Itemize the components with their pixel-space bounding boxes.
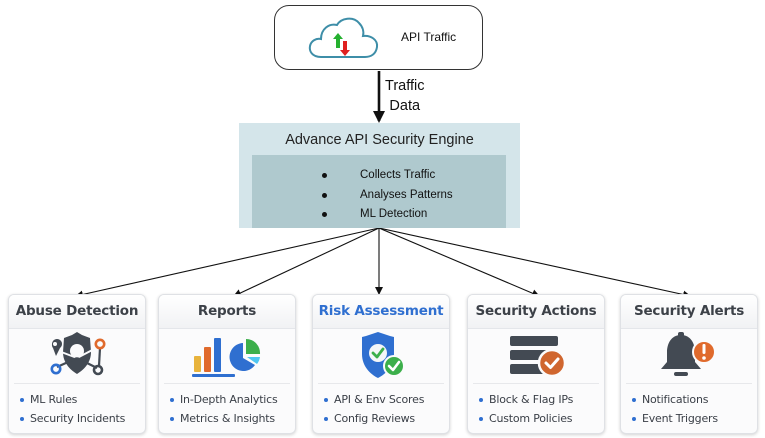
- card-feature-label: Config Reviews: [334, 412, 415, 425]
- engine-features-panel: Collects Traffic Analyses Patterns ML De…: [252, 155, 506, 228]
- card-feature-label: ML Rules: [30, 393, 78, 406]
- card-abuse-detection: Abuse Detection ML Rules Security Incide…: [8, 294, 146, 434]
- card-security-actions: Security Actions Block & Flag IPs Custom…: [467, 294, 605, 434]
- bullet-icon: [324, 417, 328, 421]
- bullet-icon: [322, 212, 327, 217]
- bar-pie-chart-icon: [192, 338, 261, 377]
- arrow-to-reports: [233, 227, 380, 297]
- card-feature: Notifications: [631, 390, 757, 409]
- engine-feature-label: ML Detection: [360, 208, 428, 220]
- card-divider: [473, 383, 599, 384]
- card-feature: ML Rules: [19, 390, 145, 409]
- bullet-icon: [479, 398, 483, 402]
- card-divider: [626, 383, 752, 384]
- bullet-icon: [322, 192, 327, 198]
- cloud-upload-download-icon: [308, 17, 379, 58]
- card-feature: Event Triggers: [631, 409, 757, 428]
- card-title: Risk Assessment: [313, 295, 449, 329]
- bullet-icon: [322, 173, 327, 178]
- bullet-icon: [324, 398, 328, 402]
- card-feature-list: Notifications Event Triggers: [621, 384, 757, 428]
- card-feature-label: In-Depth Analytics: [180, 393, 278, 406]
- engine-feature: Collects Traffic: [322, 166, 453, 186]
- network-shield-icon: [50, 332, 106, 376]
- card-feature: Block & Flag IPs: [478, 390, 604, 409]
- security-engine-node: Advance API Security Engine Collects Tra…: [239, 123, 520, 228]
- engine-feature-label: Analyses Patterns: [360, 188, 453, 201]
- api-traffic-label: API Traffic: [401, 30, 457, 44]
- bullet-icon: [479, 417, 483, 421]
- traffic-data-label: Traffic Data: [385, 76, 424, 116]
- bullet-icon: [170, 398, 174, 402]
- card-feature: Security Incidents: [19, 409, 145, 428]
- bullet-icon: [20, 417, 24, 421]
- card-security-alerts: Security Alerts Notifications Event Trig…: [620, 294, 758, 434]
- card-feature-label: Event Triggers: [642, 412, 718, 425]
- card-feature: Metrics & Insights: [169, 409, 295, 428]
- card-title: Reports: [159, 295, 295, 329]
- card-reports: Reports In-Depth Analytics Metrics & Ins…: [158, 294, 296, 434]
- bullet-icon: [632, 398, 636, 402]
- card-feature-list: ML Rules Security Incidents: [9, 384, 145, 428]
- bullet-icon: [170, 417, 174, 421]
- card-feature-label: Block & Flag IPs: [489, 393, 574, 406]
- flow-label-line-1: Traffic: [385, 78, 425, 94]
- arrow-to-security-alerts: [378, 227, 691, 299]
- card-title: Security Alerts: [621, 295, 757, 329]
- engine-feature-label: Collects Traffic: [360, 169, 436, 181]
- server-check-icon: [510, 336, 567, 378]
- arrow-to-security-actions: [378, 227, 540, 297]
- engine-feature: Analyses Patterns: [322, 186, 453, 206]
- card-feature-label: API & Env Scores: [334, 393, 425, 406]
- card-feature: In-Depth Analytics: [169, 390, 295, 409]
- card-risk-assessment: Risk Assessment API & Env Scores Config …: [312, 294, 450, 434]
- api-traffic-node: API Traffic: [274, 5, 483, 70]
- bell-alert-icon: [661, 332, 716, 376]
- shield-check-icon: [362, 332, 405, 378]
- card-feature-list: In-Depth Analytics Metrics & Insights: [159, 384, 295, 428]
- card-divider: [318, 383, 444, 384]
- card-feature-list: Block & Flag IPs Custom Policies: [468, 384, 604, 428]
- card-feature: API & Env Scores: [323, 390, 449, 409]
- card-feature-label: Notifications: [642, 393, 709, 406]
- card-feature-label: Metrics & Insights: [180, 412, 275, 425]
- card-feature-label: Custom Policies: [489, 412, 573, 425]
- arrow-to-abuse-detection: [75, 227, 380, 299]
- engine-title: Advance API Security Engine: [285, 132, 474, 148]
- card-feature-label: Security Incidents: [30, 412, 126, 425]
- engine-feature: ML Detection: [322, 205, 453, 225]
- card-divider: [14, 383, 140, 384]
- card-feature-list: API & Env Scores Config Reviews: [313, 384, 449, 428]
- card-divider: [164, 383, 290, 384]
- card-feature: Config Reviews: [323, 409, 449, 428]
- bullet-icon: [20, 398, 24, 402]
- engine-feature-list: Collects Traffic Analyses Patterns ML De…: [322, 166, 453, 225]
- flow-label-line-2: Data: [389, 98, 421, 114]
- bullet-icon: [632, 417, 636, 421]
- card-title: Security Actions: [468, 295, 604, 329]
- card-title: Abuse Detection: [9, 295, 145, 329]
- card-feature: Custom Policies: [478, 409, 604, 428]
